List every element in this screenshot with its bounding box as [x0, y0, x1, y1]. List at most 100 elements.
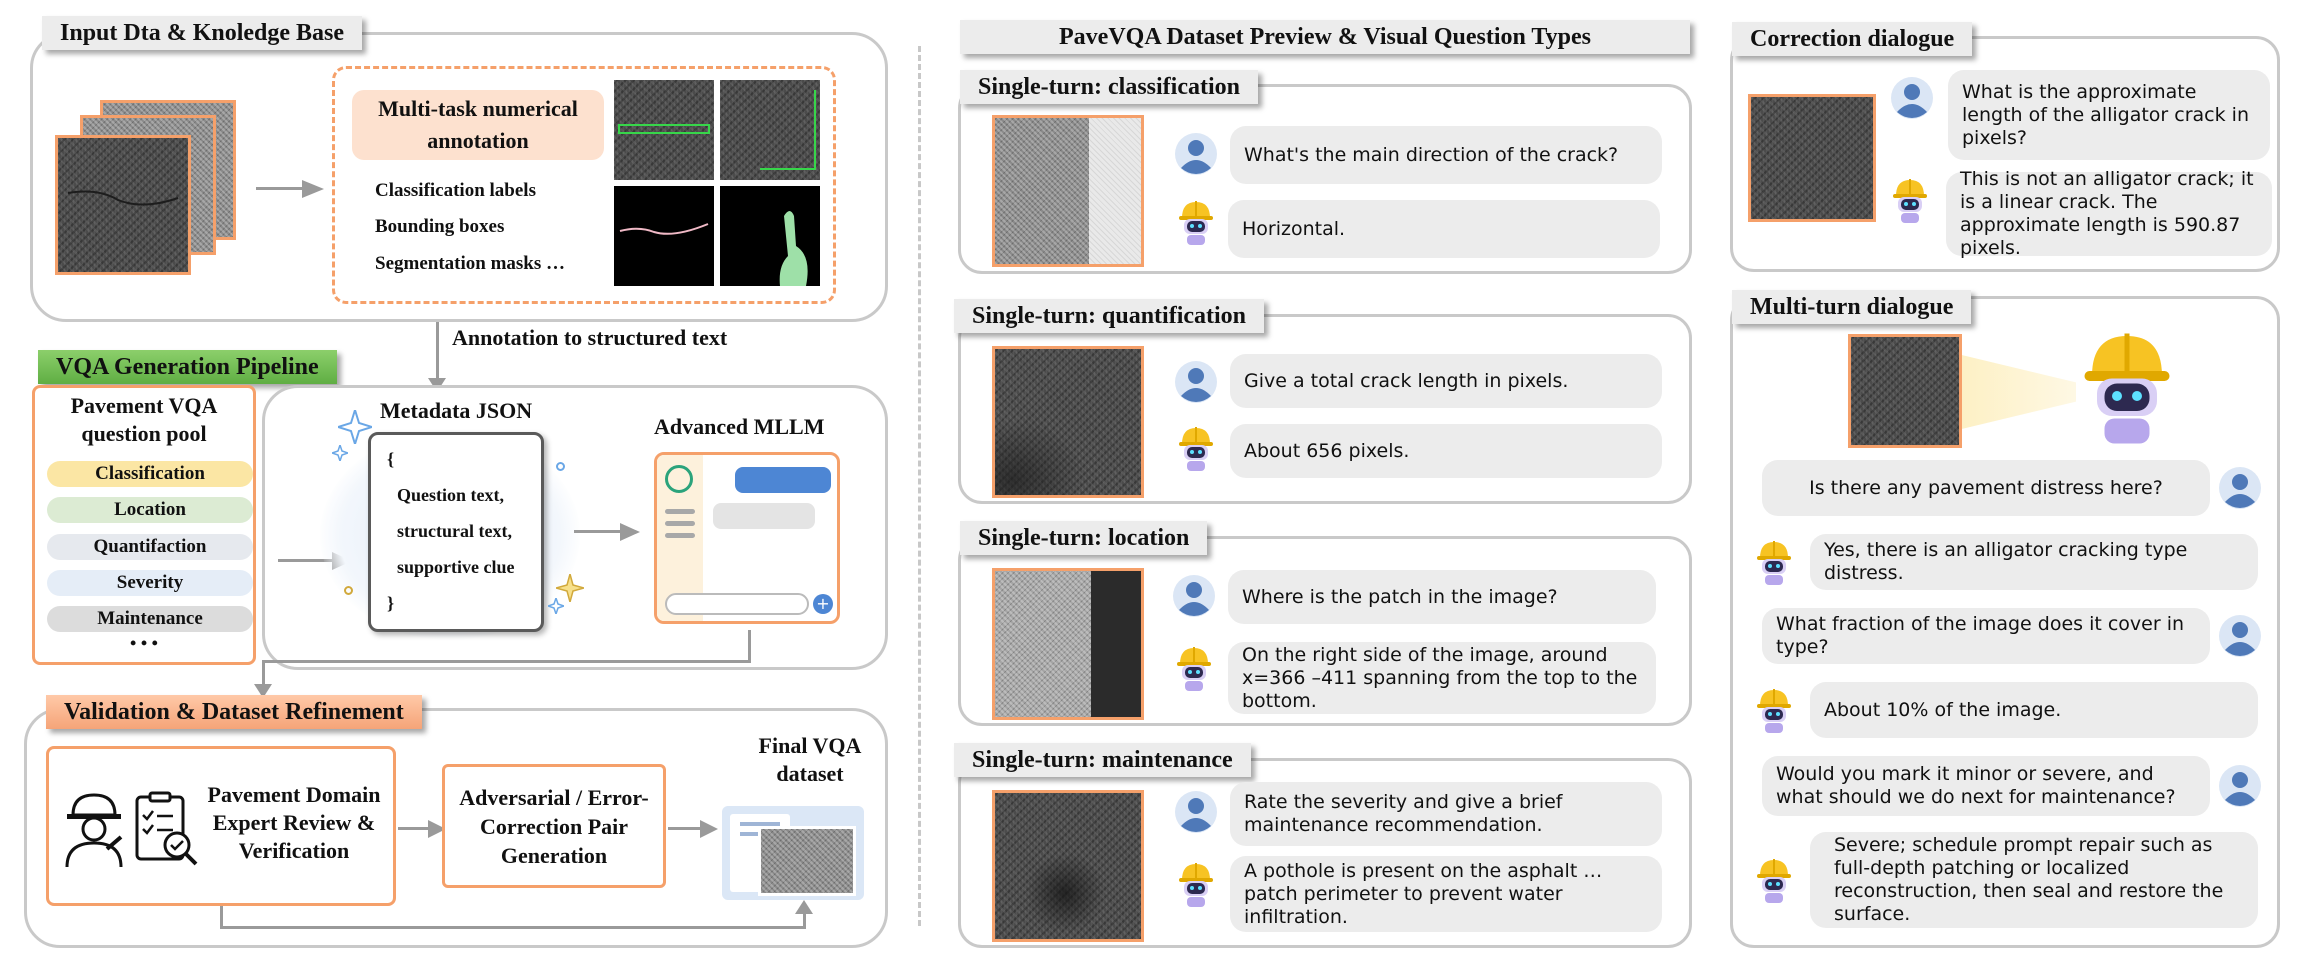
- section-quantification-image: [992, 346, 1144, 498]
- pool-item-maintenance: Maintenance: [47, 606, 253, 632]
- json-line-close: }: [387, 593, 395, 613]
- turn-user-1: Is there any pavement distress here?: [1762, 460, 2210, 516]
- adversarial-box: Adversarial / Error-Correction Pair Gene…: [442, 764, 666, 888]
- input-tab: Input Dta & Knoledge Base: [42, 16, 363, 50]
- mllm-to-validation-line-h: [262, 660, 751, 663]
- json-line-open: {: [387, 449, 395, 469]
- preview-title: PaveVQA Dataset Preview & Visual Questio…: [960, 20, 1690, 54]
- sparkle-gold-icon: [556, 574, 584, 602]
- mask-thumbnail-2: [720, 186, 820, 286]
- user-icon: [2218, 466, 2262, 510]
- user-icon: [1890, 76, 1934, 120]
- feedback-line-v1: [220, 906, 223, 928]
- user-icon: [1174, 790, 1218, 834]
- robot-icon: [1752, 856, 1796, 904]
- pavement-image-stack-front: [55, 135, 191, 275]
- section-location-image: [992, 568, 1144, 720]
- expert-review-label: Pavement Domain Expert Review & Verifica…: [207, 782, 381, 863]
- annotation-box: [332, 66, 836, 304]
- correction-tab: Correction dialogue: [1732, 22, 1973, 56]
- annotation-item-classification: Classification labels: [375, 180, 536, 201]
- user-icon: [1172, 574, 1216, 618]
- sparkle-icon: [338, 410, 372, 444]
- pool-item-classification: Classification: [47, 461, 253, 487]
- user-icon: [1174, 132, 1218, 176]
- section-location-tab: Single-turn: location: [960, 521, 1208, 555]
- annotation-to-text-label: Annotation to structured text: [452, 325, 728, 350]
- user-icon: [2218, 764, 2262, 808]
- expert-review-box: Pavement Domain Expert Review & Verifica…: [46, 746, 396, 906]
- bbox-thumbnail-2: [720, 80, 820, 180]
- annotation-item-segmentation: Segmentation masks …: [375, 253, 566, 274]
- json-to-mllm-arrow: [574, 530, 624, 533]
- turn-bot-2: About 10% of the image.: [1810, 682, 2258, 738]
- robot-icon: [1172, 644, 1216, 692]
- section-maintenance-answer: A pothole is present on the asphalt … pa…: [1230, 856, 1662, 932]
- json-line-3: supportive clue: [397, 557, 515, 577]
- section-quantification-tab: Single-turn: quantification: [954, 299, 1265, 333]
- multiturn-image: [1848, 334, 1962, 448]
- robot-icon: [1752, 538, 1796, 586]
- bbox-thumbnail-1: [614, 80, 714, 180]
- section-classification-answer: Horizontal.: [1228, 200, 1660, 258]
- feedback-line-v2: [803, 910, 806, 928]
- robot-icon: [1174, 860, 1218, 908]
- pool-item-location: Location: [47, 497, 253, 523]
- robot-icon: [1888, 176, 1932, 224]
- expert-to-adversarial-arrow: [398, 827, 432, 830]
- user-icon: [2218, 614, 2262, 658]
- section-classification-tab: Single-turn: classification: [960, 70, 1258, 104]
- final-dataset-image: [758, 826, 856, 896]
- multiturn-tab: Multi-turn dialogue: [1732, 290, 1972, 324]
- question-pool: Pavement VQA question pool Classificatio…: [32, 385, 256, 665]
- robot-icon: [1174, 198, 1218, 246]
- section-maintenance-question: Rate the severity and give a brief maint…: [1230, 782, 1662, 846]
- section-maintenance-image: [992, 790, 1144, 942]
- dot-gold-icon: [344, 586, 353, 595]
- final-dataset-illustration: [722, 806, 864, 900]
- correction-question: What is the approximate length of the al…: [1948, 70, 2270, 160]
- engineer-icon: [65, 793, 123, 868]
- json-document: { Question text, structural text, suppor…: [368, 432, 544, 632]
- validation-tab: Validation & Dataset Refinement: [46, 695, 422, 729]
- json-line-2: structural text,: [397, 521, 512, 541]
- turn-bot-3: Severe; schedule prompt repair such as f…: [1810, 832, 2258, 928]
- pool-to-json-arrow: [278, 559, 336, 562]
- robot-icon: [1174, 424, 1218, 472]
- sparkle-blue-small-icon: [548, 598, 564, 614]
- correction-image: [1748, 94, 1876, 222]
- annotation-item-bbox: Bounding boxes: [375, 216, 505, 237]
- section-location-question: Where is the patch in the image?: [1228, 570, 1656, 624]
- pipeline-tab: VQA Generation Pipeline: [38, 350, 337, 384]
- section-maintenance-tab: Single-turn: maintenance: [954, 743, 1251, 777]
- feedback-line-h: [220, 926, 806, 929]
- mllm-window: +: [654, 452, 840, 624]
- chat-input[interactable]: [665, 593, 809, 615]
- sparkle-small-icon: [332, 445, 348, 461]
- send-plus-icon[interactable]: +: [813, 594, 833, 614]
- pool-item-severity: Severity: [47, 570, 253, 596]
- adversarial-to-final-arrow: [668, 827, 704, 830]
- chatgpt-logo-icon: [665, 465, 693, 493]
- multitask-title: Multi-task numerical annotation: [352, 90, 604, 160]
- section-quantification-question: Give a total crack length in pixels.: [1230, 354, 1662, 408]
- mllm-to-validation-line-v2: [262, 660, 265, 688]
- metadata-title: Metadata JSON: [380, 398, 533, 423]
- section-quantification-answer: About 656 pixels.: [1230, 424, 1662, 478]
- mllm-title: Advanced MLLM: [654, 414, 825, 439]
- final-dataset-label: Final VQA dataset: [758, 733, 862, 786]
- turn-user-3: Would you mark it minor or severe, and w…: [1762, 756, 2210, 816]
- section-location-answer: On the right side of the image, around x…: [1228, 642, 1656, 714]
- user-icon: [1174, 360, 1218, 404]
- mllm-to-validation-line-v: [748, 630, 751, 662]
- correction-answer: This is not an alligator crack; it is a …: [1946, 168, 2272, 259]
- robot-large-icon: [2072, 326, 2182, 446]
- column-divider: [918, 46, 921, 926]
- annotation-down-arrow: [436, 322, 439, 384]
- pool-more: • • •: [130, 633, 158, 653]
- robot-icon: [1752, 686, 1796, 734]
- pool-item-quantification: Quantifaction: [47, 534, 253, 560]
- turn-user-2: What fraction of the image does it cover…: [1762, 608, 2210, 664]
- section-classification-image: [992, 115, 1144, 267]
- mask-thumbnail-1: [614, 186, 714, 286]
